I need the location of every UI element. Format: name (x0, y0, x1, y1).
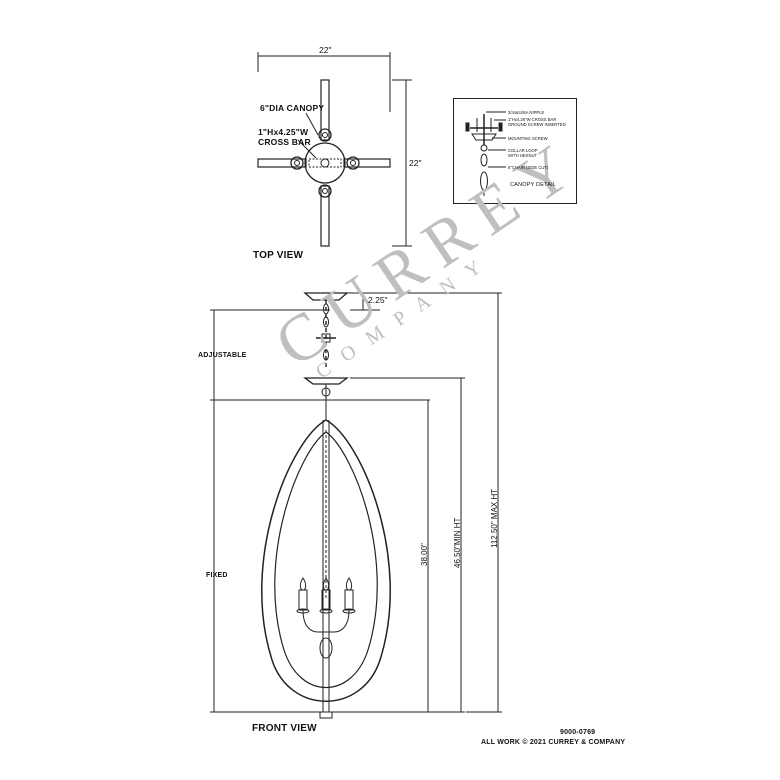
min-height-dim: 46.50"MIN HT (453, 517, 462, 568)
top-view-title: TOP VIEW (253, 250, 304, 261)
detail-callout-4: MOUNTING SCREW (508, 136, 548, 141)
canopy-detail-box (453, 98, 577, 204)
detail-callout-6: WITH HEXNUT (508, 153, 538, 158)
detail-callout-1: 3/4x&1/8IA NIPPLE (508, 110, 545, 115)
max-height-dim: 112.50" MAX HT (490, 488, 499, 548)
detail-callout-5: COLLAR LOOP (508, 148, 538, 153)
fixed-label: FIXED (206, 572, 228, 579)
top-depth-dim: 22" (409, 158, 422, 168)
canopy-height-dim: 2.25" (368, 295, 388, 305)
canopy-detail-drawing (465, 111, 506, 196)
copyright: ALL WORK © 2021 CURREY & COMPANY (481, 739, 626, 746)
canopy-label: 6"DIA CANOPY (260, 103, 325, 113)
body-height-dim: 38.00" (420, 543, 429, 566)
detail-callout-7: 6"CHAIN (SIDE CUT) (508, 165, 549, 170)
front-view-drawing (210, 292, 502, 719)
detail-callout-3: GROUND SCREW INSERTED (508, 122, 566, 127)
detail-callout-2: 1"Hx4.25"W CROSS BAR (508, 117, 557, 122)
crossbar-label-2: CROSS BAR (258, 137, 311, 147)
canopy-detail-title: CANOPY DETAIL (510, 182, 557, 188)
crossbar-label-1: 1"Hx4.25"W (258, 127, 309, 137)
model-number: 9000-0769 (560, 729, 596, 736)
top-view-drawing (257, 52, 412, 247)
front-view-title: FRONT VIEW (252, 723, 317, 734)
adjustable-label: ADJUSTABLE (198, 352, 247, 359)
top-width-dim: 22" (319, 45, 332, 55)
